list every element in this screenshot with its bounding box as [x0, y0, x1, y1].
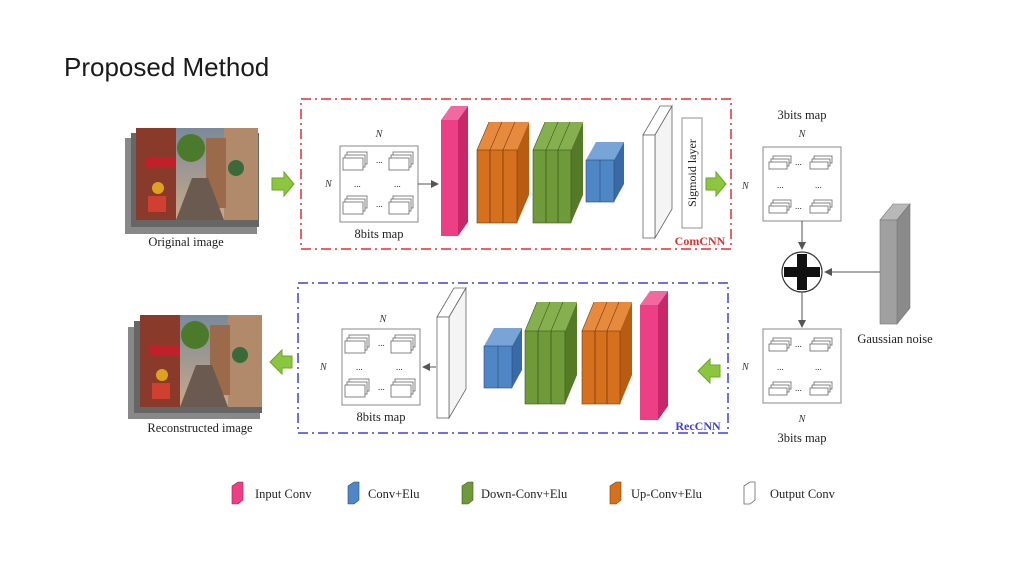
dim-n-label: N [379, 314, 388, 325]
dim-n-label: N [324, 179, 333, 190]
input-conv-block [441, 106, 468, 236]
ellipsis-text: ... [815, 180, 822, 190]
gaussian-noise-label: Gaussian noise [857, 332, 933, 346]
ellipsis-text: ... [795, 383, 802, 393]
green-arrow-icon [705, 170, 727, 198]
add-noise-icon [781, 251, 823, 293]
map-3bits-top: ... ... ... ... [762, 146, 842, 222]
legend-label: Down-Conv+Elu [481, 487, 568, 501]
green-arrow-left-icon [697, 357, 721, 385]
ellipsis-text: ... [795, 339, 802, 349]
dim-n-label: N [375, 129, 384, 140]
up-conv-elu-block [476, 121, 529, 224]
map-8bits-top-label: 8bits map [355, 227, 404, 241]
ellipsis-text: ... [354, 179, 361, 189]
map-3bits-top-label: 3bits map [778, 108, 827, 122]
output-conv-block [436, 286, 467, 420]
ellipsis-text: ... [376, 199, 383, 209]
legend: Input Conv Conv+Elu Down-Conv+Elu Up-Con… [231, 481, 836, 505]
gaussian-noise-block [879, 203, 911, 325]
ellipsis-text: ... [777, 180, 784, 190]
ellipsis-text: ... [378, 338, 385, 348]
ellipsis-text: ... [356, 362, 363, 372]
legend-item-input-conv: Input Conv [231, 481, 312, 505]
legend-label: Input Conv [255, 487, 312, 501]
ellipsis-text: ... [795, 201, 802, 211]
white-block-icon [743, 481, 756, 505]
dim-n-label: N [319, 362, 328, 373]
ellipsis-text: ... [795, 157, 802, 167]
reccnn-label: RecCNN [675, 419, 721, 433]
down-conv-elu-block [524, 301, 577, 405]
ellipsis-text: ... [777, 362, 784, 372]
legend-item-conv-elu: Conv+Elu [347, 481, 420, 505]
map-8bits-top: ... ... ... ... [339, 145, 419, 223]
ellipsis-text: ... [394, 179, 401, 189]
orange-block-icon [609, 481, 622, 505]
legend-label: Output Conv [770, 487, 836, 501]
up-conv-elu-block [581, 301, 632, 405]
green-block-icon [461, 481, 474, 505]
input-conv-block [640, 291, 668, 420]
dim-n-label: N [741, 362, 750, 373]
comcnn-box [300, 98, 732, 250]
legend-item-output-conv: Output Conv [743, 481, 836, 505]
map-3bits-bottom-label: 3bits map [778, 431, 827, 445]
reconstructed-image [128, 315, 262, 419]
legend-label: Conv+Elu [368, 487, 420, 501]
comcnn-label: ComCNN [675, 234, 726, 248]
original-image-label: Original image [148, 235, 224, 249]
reccnn-box [297, 282, 729, 434]
legend-item-down-conv-elu: Down-Conv+Elu [461, 481, 568, 505]
sigmoid-label: Sigmoid layer [685, 139, 699, 207]
conv-elu-block [585, 142, 624, 203]
legend-label: Up-Conv+Elu [631, 487, 703, 501]
dim-n-label: N [741, 181, 750, 192]
ellipsis-text: ... [396, 362, 403, 372]
map-8bits-bottom-label: 8bits map [357, 410, 406, 424]
output-conv-block [642, 104, 673, 240]
sigmoid-layer-box [681, 117, 703, 229]
dim-n-label: N [798, 129, 807, 140]
original-image [125, 128, 259, 234]
down-conv-elu-block [532, 121, 583, 224]
map-8bits-bottom: ... ... ... ... [341, 328, 421, 406]
dim-n-label: N [798, 414, 807, 425]
green-arrow-icon [271, 170, 295, 198]
conv-elu-block [483, 328, 522, 389]
ellipsis-text: ... [815, 362, 822, 372]
reconstructed-image-label: Reconstructed image [147, 421, 253, 435]
map-3bits-bottom: ... ... ... ... [762, 328, 842, 404]
slide-title: Proposed Method [64, 52, 270, 82]
blue-block-icon [347, 481, 360, 505]
pink-block-icon [231, 481, 244, 505]
legend-item-up-conv-elu: Up-Conv+Elu [609, 481, 703, 505]
ellipsis-text: ... [376, 155, 383, 165]
green-arrow-left-icon [269, 348, 293, 376]
ellipsis-text: ... [378, 382, 385, 392]
